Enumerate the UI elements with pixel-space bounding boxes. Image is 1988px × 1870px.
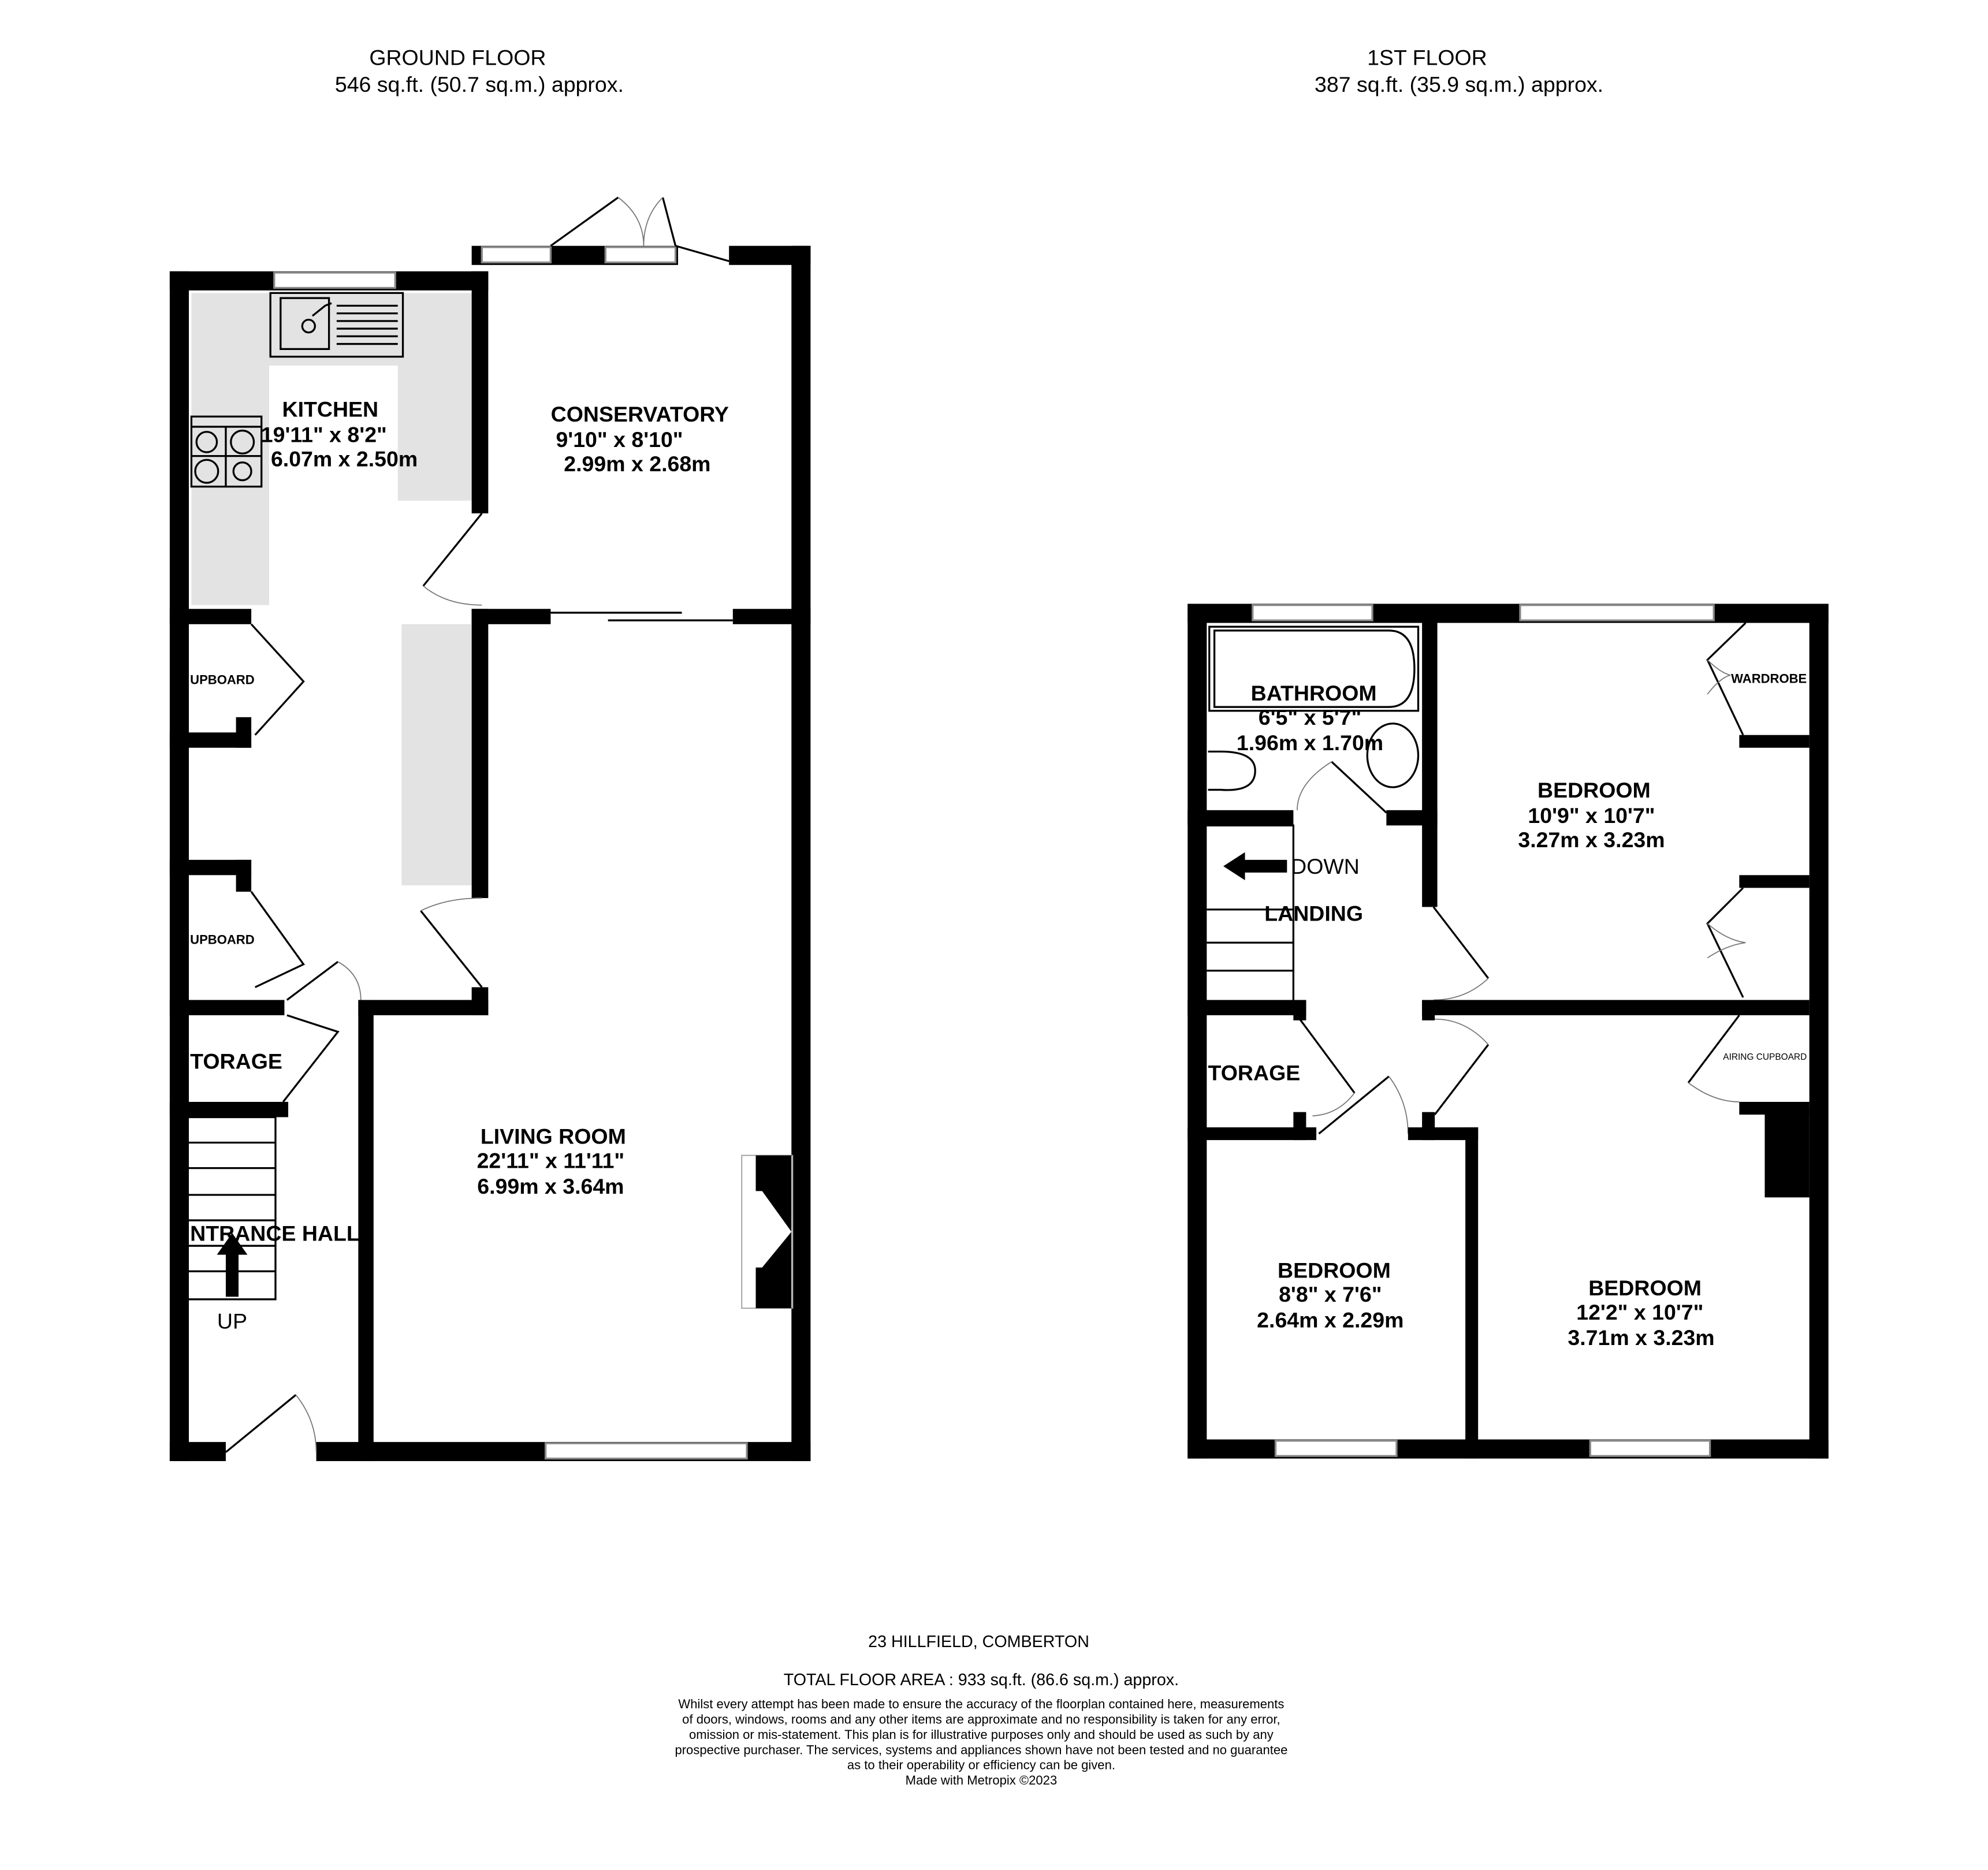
living-room-metric: 6.99m x 3.64m: [477, 1174, 624, 1198]
conservatory-metric: 2.99m x 2.68m: [564, 452, 710, 476]
basin-icon: [1366, 722, 1420, 788]
bedroom-name: BEDROOM: [1278, 1258, 1391, 1282]
storage-label: TORAGE: [190, 1049, 282, 1074]
bathroom-metric: 1.96m x 1.70m: [1237, 731, 1383, 755]
living-room-imperial: 22'11" x 11'11": [477, 1149, 625, 1173]
bedroom-metric: 2.64m x 2.29m: [1257, 1307, 1403, 1332]
ground-floor-plan: KITCHEN 19'11" x 8'2" 6.07m x 2.50m CONS…: [169, 196, 811, 1463]
fireplace-icon: [741, 1154, 794, 1309]
kitchen-metric: 6.07m x 2.50m: [271, 446, 418, 471]
bedroom-metric: 3.71m x 3.23m: [1568, 1325, 1714, 1350]
entrance-hall-label: NTRANCE HALL: [190, 1221, 360, 1245]
bedroom-imperial: 10'9" x 10'7": [1528, 803, 1655, 828]
bedroom-imperial: 12'2" x 10'7": [1576, 1300, 1703, 1324]
up-label: UP: [217, 1309, 247, 1333]
ground-floor-area: 546 sq.ft. (50.7 sq.m.) approx.: [335, 72, 624, 96]
bedroom-metric: 3.27m x 3.23m: [1518, 828, 1665, 852]
bathroom-name: BATHROOM: [1251, 681, 1377, 705]
conservatory-imperial: 9'10" x 8'10": [556, 427, 683, 452]
sink-icon: [269, 292, 404, 358]
down-label: DOWN: [1291, 854, 1360, 878]
wardrobe-label: WARDROBE: [1731, 671, 1807, 686]
disclaimer-line: of doors, windows, rooms and any other i…: [682, 1712, 1280, 1726]
down-arrow-icon: [1223, 852, 1287, 881]
bedroom-imperial: 8'8" x 7'6": [1279, 1282, 1382, 1306]
total-floor-area: TOTAL FLOOR AREA : 933 sq.ft. (86.6 sq.m…: [784, 1671, 1179, 1689]
airing-cupboard-label: AIRING CUPBOARD: [1723, 1052, 1807, 1062]
conservatory-name: CONSERVATORY: [551, 402, 729, 426]
kitchen-name: KITCHEN: [282, 397, 379, 421]
ground-floor-title: GROUND FLOOR: [369, 45, 546, 69]
landing-label: LANDING: [1264, 902, 1363, 926]
bedroom-name: BEDROOM: [1537, 778, 1651, 802]
hob-icon: [190, 415, 263, 488]
disclaimer-line: Whilst every attempt has been made to en…: [678, 1697, 1284, 1711]
cupboard-label: UPBOARD: [190, 932, 254, 947]
disclaimer-line: as to their operability or efficiency ca…: [847, 1758, 1115, 1772]
bath-icon: [1208, 625, 1420, 712]
first-floor-area: 387 sq.ft. (35.9 sq.m.) approx.: [1315, 72, 1603, 96]
kitchen-imperial: 19'11" x 8'2": [261, 422, 387, 446]
cupboard-label: UPBOARD: [190, 672, 254, 687]
bathroom-imperial: 6'5" x 5'7": [1259, 705, 1361, 729]
address: 23 HILLFIELD, COMBERTON: [868, 1633, 1089, 1651]
up-arrow-icon: [217, 1233, 248, 1297]
first-floor-plan: BATHROOM 6'5" x 5'7" 1.96m x 1.70m BEDRO…: [1187, 604, 1829, 1459]
disclaimer-line: prospective purchaser. The services, sys…: [675, 1742, 1287, 1757]
credit: Made with Metropix ©2023: [906, 1773, 1058, 1787]
disclaimer-line: omission or mis-statement. This plan is …: [689, 1727, 1274, 1742]
living-room-name: LIVING ROOM: [481, 1124, 626, 1149]
toilet-icon: [1208, 750, 1256, 791]
bedroom-name: BEDROOM: [1588, 1276, 1702, 1300]
first-floor-title: 1ST FLOOR: [1367, 45, 1487, 69]
storage-label: TORAGE: [1208, 1060, 1301, 1085]
